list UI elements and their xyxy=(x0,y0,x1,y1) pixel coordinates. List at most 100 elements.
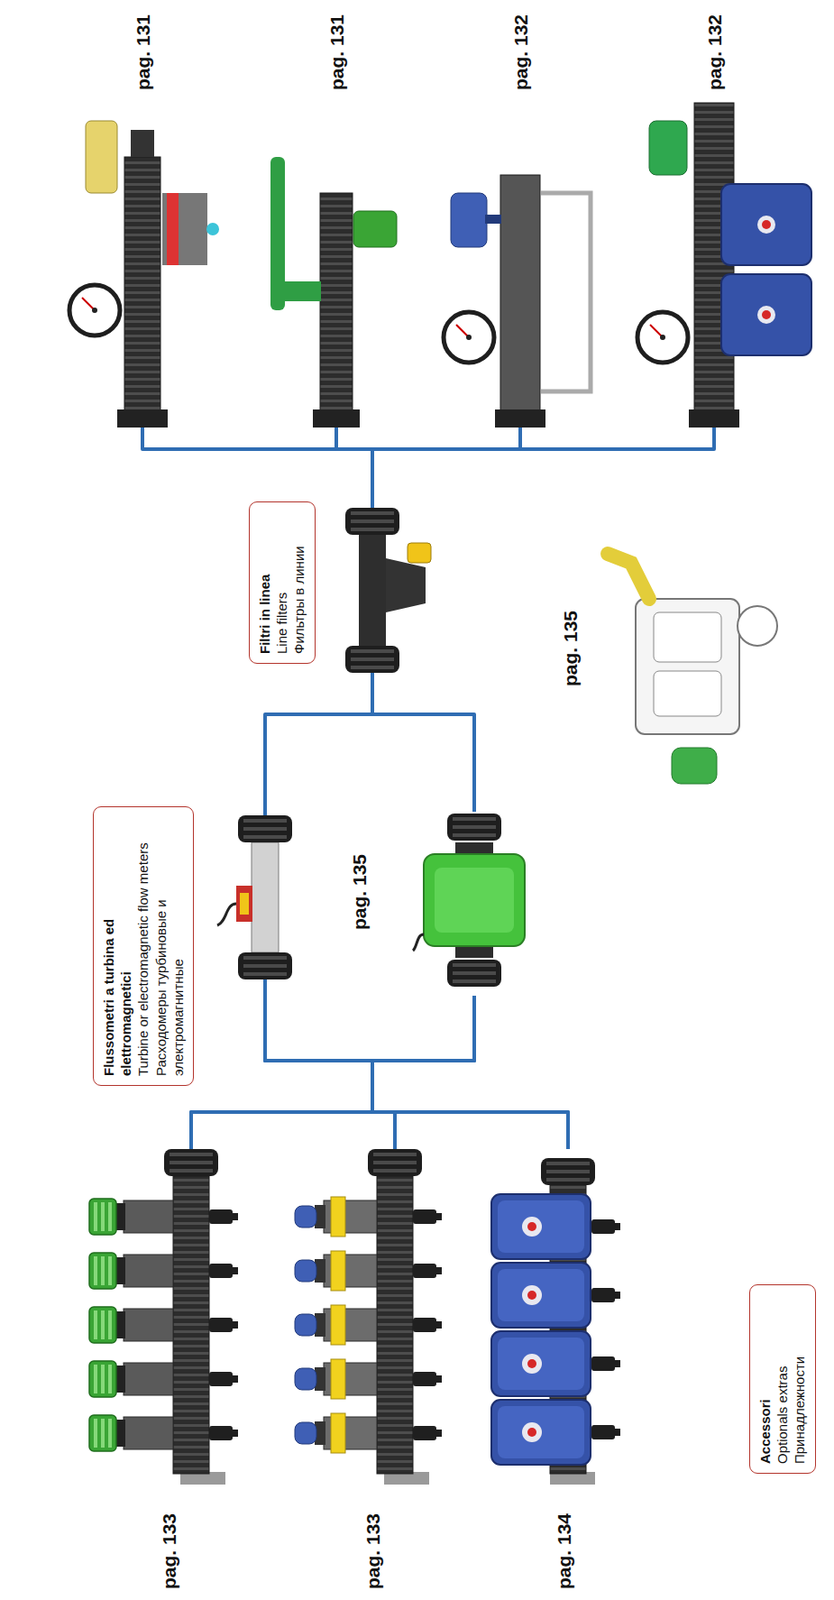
page-label: pag. 135 xyxy=(348,842,371,942)
blue-block-valve xyxy=(491,1193,591,1259)
pump-part xyxy=(653,670,722,716)
line-filter: Filtri in lineaLine filtersФильтры в лин… xyxy=(333,507,438,673)
page-ref: pag. 131 xyxy=(131,7,155,91)
control-valve: pag. 131 xyxy=(63,93,221,428)
control-valve xyxy=(270,156,397,428)
actuator-band xyxy=(166,192,179,266)
control-valve xyxy=(69,120,220,428)
outlet xyxy=(209,1425,239,1440)
green-valve xyxy=(89,1414,174,1451)
page-ref: pag. 131 xyxy=(325,7,349,91)
end-knob xyxy=(367,1148,422,1176)
yellow-elbow xyxy=(607,553,650,599)
yellow-band-valve xyxy=(294,1304,377,1345)
callout-text-group: AccessoriOptionals extrasПринадлежности xyxy=(756,1293,809,1464)
control-valve: pag. 131 xyxy=(265,93,406,428)
filter-pipe xyxy=(358,534,386,648)
meter-face xyxy=(434,867,514,933)
callout-box: Filtri in lineaLine filtersФильтры в лин… xyxy=(248,501,316,664)
outlet xyxy=(591,1218,621,1234)
end-knob xyxy=(164,1148,219,1176)
manifold-blue xyxy=(491,1157,621,1485)
page-ref: pag. 133 xyxy=(157,1498,181,1589)
end-knob xyxy=(540,1157,596,1185)
sensor-cable xyxy=(217,903,237,926)
sensor-band xyxy=(239,892,249,915)
end-knob xyxy=(238,952,293,980)
green-valve xyxy=(89,1252,174,1289)
manifold-green xyxy=(89,1148,239,1485)
control-valve xyxy=(637,102,812,428)
green-knob xyxy=(649,120,688,175)
pipe-connector xyxy=(191,995,475,1149)
lever-stem xyxy=(281,281,321,302)
callout-text: Optionals extras xyxy=(773,1293,791,1464)
outlet xyxy=(591,1356,621,1371)
control-valve: pag. 132 xyxy=(437,93,605,428)
meter-body xyxy=(251,842,279,953)
callout-box: Flussometri a turbina ed elettromagnetic… xyxy=(92,806,194,1086)
green-valve xyxy=(89,1360,174,1397)
pump-part xyxy=(653,612,722,662)
callout-text: Turbine or electromagnetic flow meters xyxy=(134,815,152,1076)
pressure-gauge xyxy=(637,311,688,363)
pipe-connector xyxy=(372,995,475,1149)
manifold-bar xyxy=(376,1175,413,1474)
callout-text: Filtri in linea xyxy=(256,511,274,654)
actuator-tip xyxy=(206,222,220,236)
line-filter xyxy=(345,507,431,673)
meter-body xyxy=(423,853,525,946)
pipe-connector xyxy=(265,979,395,1149)
blue-block xyxy=(721,183,812,266)
page-label: pag. 134 xyxy=(552,1498,576,1589)
page-ref: pag. 135 xyxy=(348,842,371,942)
end-knob xyxy=(238,815,293,843)
electromagnetic-flowmeter xyxy=(412,813,525,987)
actuator xyxy=(162,192,208,266)
outlet xyxy=(591,1287,621,1302)
end-knob xyxy=(447,813,502,841)
green-knob xyxy=(353,210,397,248)
inlet-flange xyxy=(688,409,740,428)
manifold-bar xyxy=(173,1175,210,1474)
outlet xyxy=(412,1263,442,1278)
pipe-connector xyxy=(336,427,373,508)
indicator-dot xyxy=(761,219,771,230)
page-ref: pag. 133 xyxy=(361,1498,385,1589)
inlet-flange xyxy=(494,409,546,428)
accessories-box: AccessoriOptionals extrasПринадлежности xyxy=(749,1283,816,1474)
outlet xyxy=(412,1317,442,1332)
inlet-flange xyxy=(117,409,168,428)
pipe-connector xyxy=(372,672,475,812)
pipe-connector xyxy=(265,672,373,816)
sensor-cable xyxy=(412,934,424,951)
sensor xyxy=(236,885,253,922)
page-ref: pag. 132 xyxy=(703,7,726,91)
pressure-gauge xyxy=(69,284,120,336)
inlet-flange xyxy=(312,409,360,428)
pipe-connector xyxy=(142,427,373,508)
outlet xyxy=(209,1263,239,1278)
blue-block-valve xyxy=(491,1262,591,1328)
end-knob xyxy=(447,959,502,987)
manifold: pag. 133 xyxy=(85,1148,253,1487)
yellow-band-valve xyxy=(294,1250,377,1291)
blue-block-valve xyxy=(491,1399,591,1465)
turbine-flowmeter xyxy=(217,815,293,980)
pipe-connector xyxy=(372,427,521,508)
outlet xyxy=(412,1425,442,1440)
callout-text: Расходомеры турбиновые и электромагнитны… xyxy=(152,815,187,1076)
blue-knob xyxy=(450,192,487,248)
page-ref: pag. 135 xyxy=(559,598,582,698)
flowmeter: pag. 135 xyxy=(410,811,546,996)
outlet xyxy=(209,1371,239,1386)
pipe-connector xyxy=(265,979,569,1149)
page-label: pag. 131 xyxy=(131,7,155,91)
knob-stem xyxy=(485,214,502,224)
pipe-connector xyxy=(372,427,715,508)
blue-block xyxy=(721,274,812,356)
